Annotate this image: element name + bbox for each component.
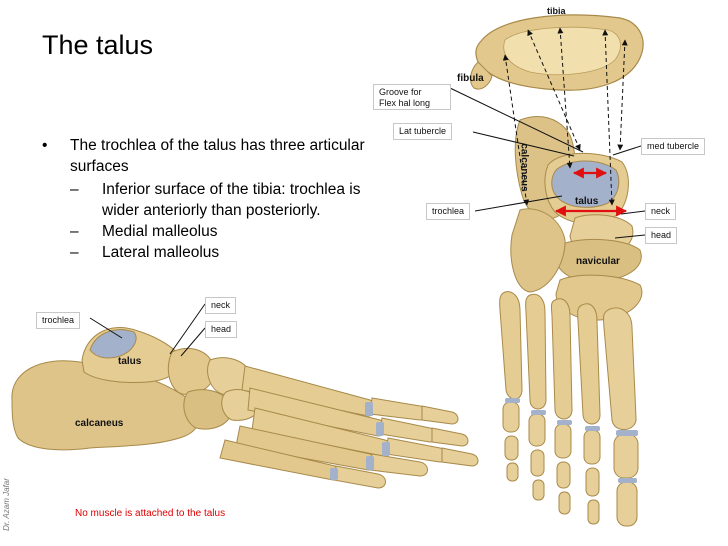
author-credit: Dr. Azam Jafar	[1, 478, 11, 531]
label-head-top: head	[645, 227, 678, 244]
tibia-articular-surface	[470, 14, 644, 91]
label-lat-tubercle: Lat tubercle	[393, 123, 453, 140]
foot-dorsal-view	[499, 116, 643, 527]
bullet-main-text: The trochlea of the talus has three arti…	[70, 137, 365, 175]
leader-lines-top	[449, 87, 646, 239]
sub-bullet-tibia: – Inferior surface of the tibia: trochle…	[70, 181, 361, 219]
label-head-side: head	[205, 321, 238, 338]
label-fibula: fibula	[457, 73, 484, 84]
label-trochlea-top: trochlea	[426, 203, 471, 220]
label-calcaneus-side: calcaneus	[75, 418, 124, 429]
label-groove-text: Groove for Flex hal long	[379, 87, 431, 108]
page-title: The talus	[42, 30, 154, 60]
label-neck-side: neck	[205, 297, 237, 314]
sub-bullet-lateral: – Lateral malleolus	[70, 244, 220, 261]
bullet-list: • The trochlea of the talus has three ar…	[42, 135, 392, 263]
label-talus-top: talus	[575, 196, 599, 207]
label-groove-flex-hal-long: Groove for Flex hal long	[373, 84, 451, 110]
bullet-dot: •	[42, 137, 48, 154]
label-trochlea-side: trochlea	[36, 312, 81, 329]
sub-bullet-text: Lateral malleolus	[102, 244, 220, 261]
label-talus-side: talus	[118, 356, 142, 367]
label-calcaneus-top: calcaneus	[518, 143, 530, 192]
sub-bullet-medial: – Medial malleolus	[70, 223, 218, 240]
bullet-main: • The trochlea of the talus has three ar…	[42, 135, 392, 177]
label-navicular: navicular	[576, 256, 620, 267]
note-no-muscle: No muscle is attached to the talus	[75, 508, 226, 519]
label-tibia: tibia	[547, 6, 566, 16]
foot-lateral-view	[11, 327, 479, 489]
leader-lines-side	[89, 303, 206, 357]
correspondence-arrows	[502, 27, 628, 206]
label-neck-top: neck	[645, 203, 677, 220]
label-med-tubercle: med tubercle	[641, 138, 706, 155]
sub-bullet-text: Inferior surface of the tibia: trochlea …	[102, 181, 361, 219]
sub-bullet-text: Medial malleolus	[102, 223, 218, 240]
